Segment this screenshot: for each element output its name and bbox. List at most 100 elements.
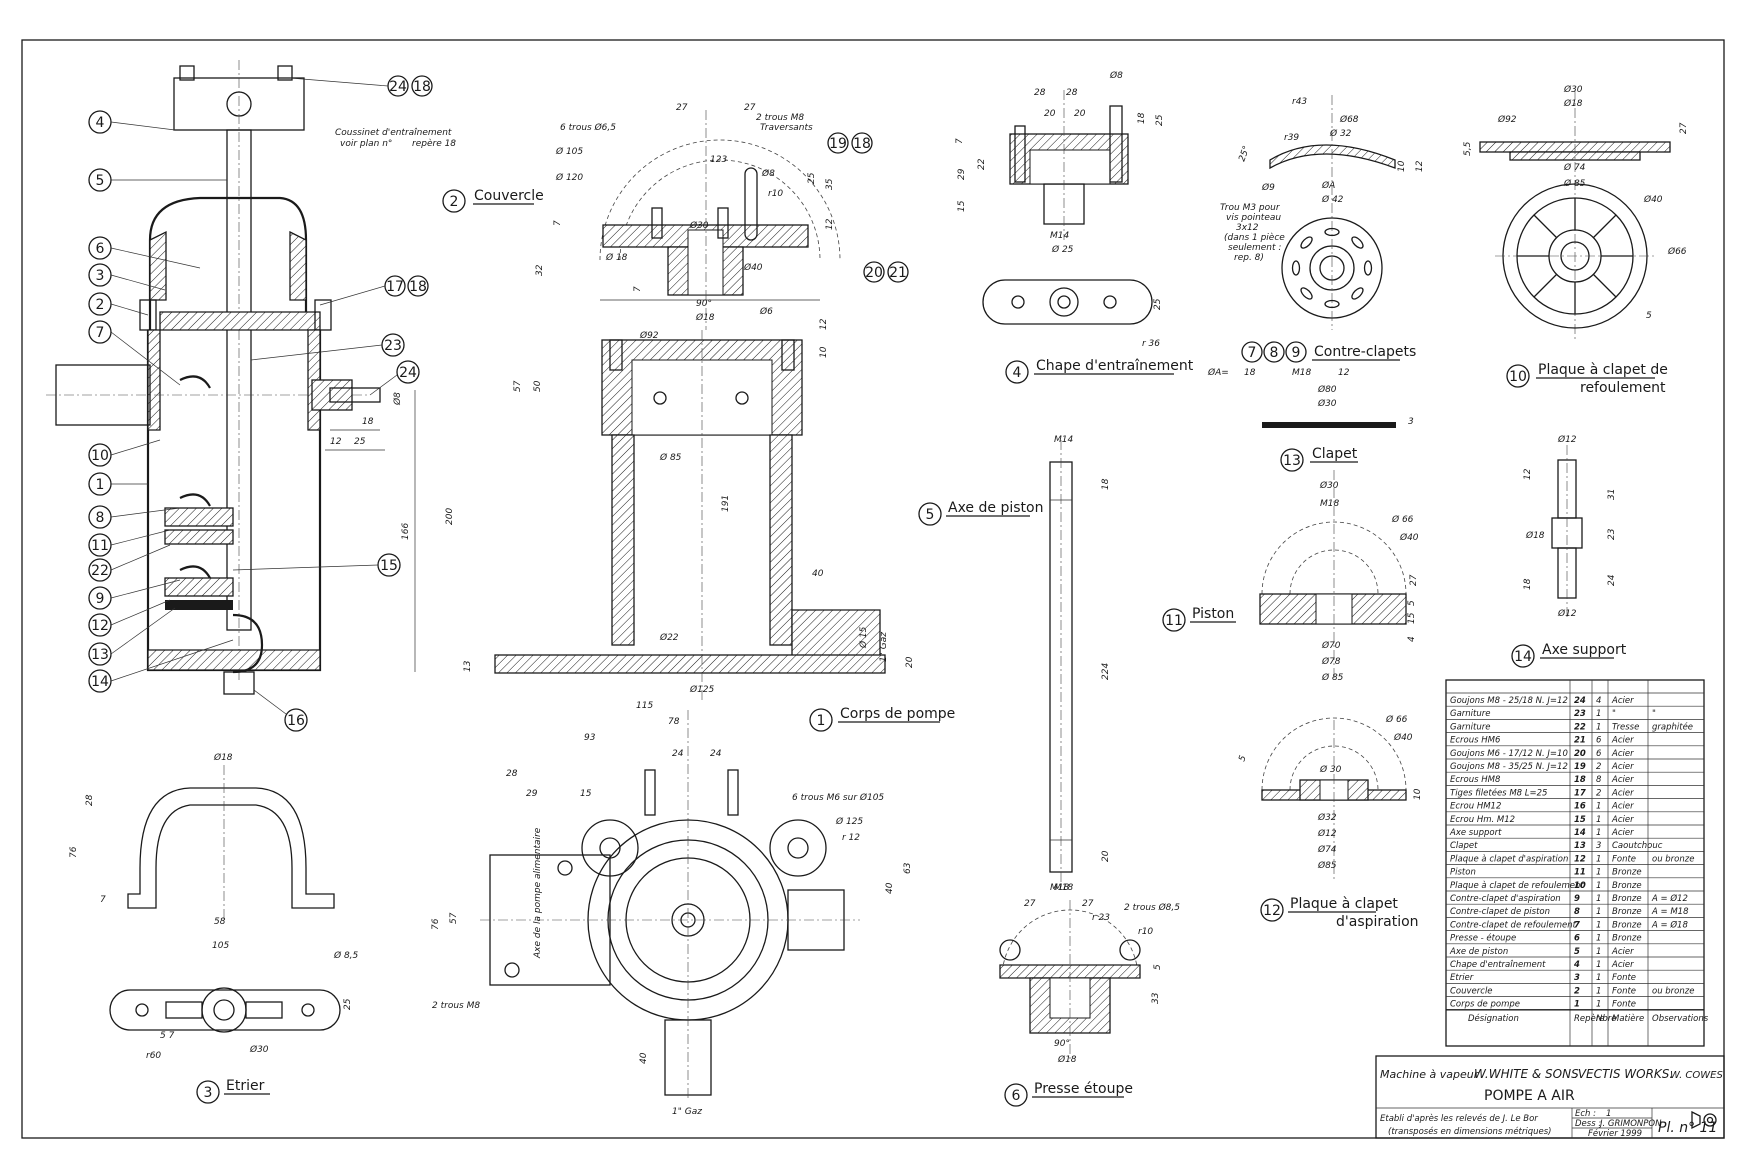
tb-machine: Machine à vapeur	[1380, 1068, 1480, 1081]
dim-e76: 76	[69, 846, 79, 858]
dim-c35: 35	[825, 178, 835, 190]
contre-clapets-view	[1269, 95, 1396, 330]
parts-cell: Tiges filetées M8 L=25	[1450, 787, 1547, 798]
dim-pe27b: 27	[1082, 899, 1094, 909]
parts-cell: Ecrou Hm. M12	[1450, 815, 1515, 825]
cc-num-9: 9	[1292, 345, 1301, 361]
parts-cell: Ecrou HM12	[1450, 802, 1501, 812]
plaque-refoulement-view	[1479, 90, 1671, 340]
dim-k22: Ø22	[659, 632, 679, 643]
clapet-title: Clapet	[1312, 446, 1358, 462]
parts-cell: Bronze	[1612, 894, 1642, 904]
parts-cell: Bronze	[1612, 868, 1642, 878]
parts-cell: 16	[1574, 802, 1586, 812]
parts-cell: 1	[1596, 934, 1601, 944]
parts-cell: 15	[1574, 815, 1586, 825]
dim-e25: 25	[343, 998, 353, 1010]
clapet-num: 13	[1283, 453, 1301, 469]
dim-pa10: 10	[1413, 788, 1423, 800]
parts-cell: Acier	[1611, 696, 1634, 706]
tb-title: POMPE A AIR	[1484, 1088, 1575, 1104]
balloon-22: 22	[91, 563, 109, 579]
tb-dess-val: J. GRIMONPON	[1598, 1119, 1662, 1129]
dim-eo30: Ø30	[249, 1044, 269, 1055]
note-vis-pointeau: vis pointeau	[1226, 213, 1281, 223]
parts-cell: 14	[1574, 828, 1586, 838]
dim-per23: r 23	[1092, 913, 1110, 923]
note-coussinet: Coussinet d'entraînement	[335, 128, 452, 138]
dim-166: 166	[401, 523, 411, 540]
dim-12: 12	[330, 437, 342, 447]
note-2trous-m8: 2 trous M8	[756, 113, 804, 123]
dim-eo18: Ø18	[213, 752, 233, 763]
tb-white: W.WHITE & SONS	[1474, 1067, 1579, 1081]
parts-cell: 24	[1574, 696, 1586, 706]
body-plan-view	[480, 710, 860, 1100]
dim-p4: 4	[1407, 636, 1417, 642]
parts-cell: 1	[1596, 907, 1601, 917]
pr-num: 10	[1509, 369, 1527, 385]
dim-cco32: Ø 32	[1329, 128, 1352, 139]
parts-cell: Acier	[1611, 788, 1634, 798]
note-rep8: rep. 8)	[1234, 253, 1264, 263]
dim-c25: 25	[807, 172, 817, 184]
dim-apm14: M14	[1054, 435, 1073, 445]
dim-po40: Ø40	[1399, 532, 1419, 543]
dim-k20: 20	[905, 656, 915, 668]
dim-peo18: Ø18	[1057, 1054, 1077, 1065]
dim-pe33: 33	[1151, 992, 1161, 1004]
parts-cell: graphitée	[1652, 721, 1693, 732]
dim-b24a: 24	[672, 749, 684, 759]
dim-ap18: 18	[1101, 478, 1111, 490]
parts-cell: Axe de piston	[1449, 947, 1508, 957]
dim-b28: 28	[506, 769, 518, 779]
dim-b40: 40	[885, 882, 895, 894]
note-axe-pompe: Axe de la pompe alimentaire	[533, 827, 543, 959]
parts-cell: Goujons M8 - 25/18 N. J=12	[1450, 696, 1568, 706]
dim-c10: 10	[819, 346, 829, 358]
dim-pao66: Ø 66	[1385, 714, 1408, 725]
note-repere: repère 18	[412, 138, 456, 149]
dim-clo80: Ø80	[1317, 384, 1337, 395]
parts-cell: Fonte	[1612, 1000, 1636, 1010]
dim-chm14: M14	[1050, 231, 1069, 241]
parts-cell: Plaque à clapet de refoulement	[1450, 881, 1584, 891]
dim-cco9: Ø9	[1261, 182, 1275, 193]
corps-title: Corps de pompe	[840, 706, 955, 722]
parts-cell: Acier	[1611, 736, 1634, 746]
parts-cell: 1	[1596, 815, 1601, 825]
dim-co6: Ø6	[759, 306, 773, 317]
parts-header-cell: Nbre	[1596, 1014, 1616, 1024]
etrier-num: 3	[204, 1085, 213, 1101]
dim-ccoa: ØA	[1321, 180, 1335, 191]
dim-as23: 23	[1607, 528, 1617, 540]
dim-bo125: Ø 125	[835, 816, 863, 827]
couvercle-title: Couvercle	[474, 188, 544, 204]
dim-pro74: Ø 74	[1563, 162, 1586, 173]
parts-cell: 9	[1574, 894, 1580, 904]
note-voir-plan: voir plan n°	[340, 139, 392, 149]
parts-cell: Ecrous HM8	[1450, 775, 1501, 785]
dim-co30: Ø30	[689, 220, 709, 231]
parts-cell: Ecrous HM6	[1450, 736, 1501, 746]
parts-cell: 5	[1574, 947, 1580, 957]
dim-as18: 18	[1523, 578, 1533, 590]
dim-k57: 57	[513, 380, 523, 392]
parts-cell: 7	[1574, 920, 1580, 930]
dim-as31: 31	[1607, 489, 1617, 500]
tb-date: Février 1999	[1588, 1128, 1642, 1139]
dim-cho25: Ø 25	[1051, 244, 1074, 255]
parts-cell: Acier	[1611, 762, 1634, 772]
dim-k200: 200	[445, 508, 455, 525]
dim-25: 25	[354, 437, 366, 447]
parts-cell: Acier	[1611, 749, 1634, 759]
parts-cell: A = Ø18	[1651, 919, 1688, 930]
parts-cell: 2	[1596, 762, 1601, 772]
dim-aso12: Ø12	[1557, 434, 1577, 445]
balloon-23: 23	[384, 338, 402, 354]
contre-clapets-title: Contre-clapets	[1314, 344, 1416, 360]
etrier-title: Etrier	[226, 1078, 265, 1094]
tb-transposes: (transposés en dimensions métriques)	[1388, 1126, 1552, 1137]
balloon-12: 12	[91, 618, 109, 634]
note-3x12: 3x12	[1236, 223, 1259, 233]
